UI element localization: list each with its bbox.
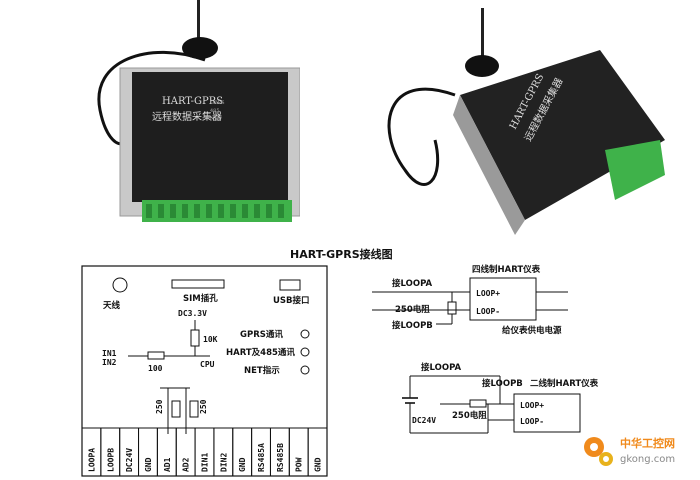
four-wire-loop-p: LOOP+ — [476, 289, 500, 298]
resistor-250-ad1 — [171, 400, 181, 418]
r250a-label: 250 — [155, 399, 164, 414]
two-wire-loop-p: LOOP+ — [520, 401, 544, 410]
usb-label: USB接口 — [273, 295, 310, 306]
terminal-label: GND — [314, 457, 323, 472]
device-photo-angle: HART-GPRS 远程数据采集器 — [365, 0, 675, 245]
led-label-485: 485 — [210, 108, 220, 114]
four-wire-connect-b: 接LOOPB — [392, 320, 433, 331]
terminal-label: LOOPB — [106, 448, 115, 472]
led-gprs-label: GPRS通讯 — [240, 329, 283, 340]
four-wire-loop-m: LOOP- — [476, 307, 500, 316]
r250b-label: 250 — [199, 399, 208, 414]
resistor-250-ad2 — [189, 400, 199, 418]
terminal-label: GND — [238, 457, 247, 472]
four-wire-connect-a: 接LOOPA — [392, 278, 433, 289]
terminal-label: POW — [295, 457, 304, 472]
usb-port-icon — [279, 279, 301, 291]
two-wire-resistor — [469, 399, 487, 408]
led-label-net: NET — [210, 116, 222, 122]
two-wire-dc: DC24V — [412, 416, 436, 425]
watermark-url: gkong.com — [620, 454, 675, 465]
in2-label: IN2 — [102, 358, 117, 367]
four-wire-supply: 给仪表供电电源 — [502, 325, 562, 336]
terminal-label: GND — [144, 457, 153, 472]
terminal-label: LOOPA — [87, 448, 96, 472]
dc33-label: DC3.3V — [178, 309, 207, 318]
terminal-label: AD2 — [182, 457, 191, 472]
resistor-100 — [147, 351, 165, 360]
resistor-10k — [190, 329, 200, 347]
four-wire-resistor — [447, 301, 457, 315]
two-wire-res: 250电阻 — [452, 410, 487, 421]
sim-slot-icon — [171, 279, 225, 289]
terminal-label: RS485A — [257, 443, 266, 472]
wiring-diagram: 天线 SIM插孔 USB接口 DC3.3V 10K IN1 IN2 100 CP… — [81, 264, 599, 477]
antenna-label: 天线 — [103, 300, 121, 311]
diagram-title: HART-GPRS接线图 — [290, 248, 393, 261]
terminal-label: AD1 — [163, 457, 172, 472]
two-wire-title: 二线制HART仪表 — [530, 378, 599, 389]
two-wire-loop-m: LOOP- — [520, 417, 544, 426]
led-net-icon — [300, 365, 310, 375]
watermark-cn: 中华工控网 — [620, 436, 675, 450]
r10k-label: 10K — [203, 335, 218, 344]
two-wire-box — [513, 393, 581, 433]
led-hart-icon — [300, 347, 310, 357]
r100-label: 100 — [148, 364, 163, 373]
four-wire-title: 四线制HART仪表 — [472, 264, 541, 275]
terminal-block: LOOPA LOOPB DC24V GND AD1 AD2 DIN1 DIN2 GND RS485… — [81, 427, 328, 477]
two-wire-connect-b: 接LOOPB — [482, 378, 523, 389]
terminal-label: DC24V — [125, 448, 134, 472]
device-photo-front: HART-GPRS 远程数据采集器 GPRS 485 NET — [70, 0, 300, 250]
terminal-label: DIN2 — [219, 453, 228, 472]
led-gprs-icon — [300, 329, 310, 339]
watermark-logo: 中华工控网 gkong.com — [584, 436, 675, 466]
sim-label: SIM插孔 — [183, 293, 218, 304]
four-wire-box — [469, 277, 537, 321]
cpu-label: CPU — [200, 360, 215, 369]
led-label-gprs: GPRS — [210, 100, 225, 106]
terminal-cell — [307, 427, 328, 477]
device-label-2: 远程数据采集器 — [152, 110, 222, 123]
terminal-label: RS485B — [276, 443, 285, 472]
antenna-icon — [112, 277, 128, 293]
two-wire-connect-a: 接LOOPA — [421, 362, 462, 373]
led-net-label: NET指示 — [244, 365, 280, 376]
in1-label: IN1 — [102, 349, 117, 358]
led-hart-label: HART及485通讯 — [226, 347, 295, 358]
device-label-1: HART-GPRS — [162, 96, 223, 107]
terminal-label: DIN1 — [201, 453, 210, 472]
